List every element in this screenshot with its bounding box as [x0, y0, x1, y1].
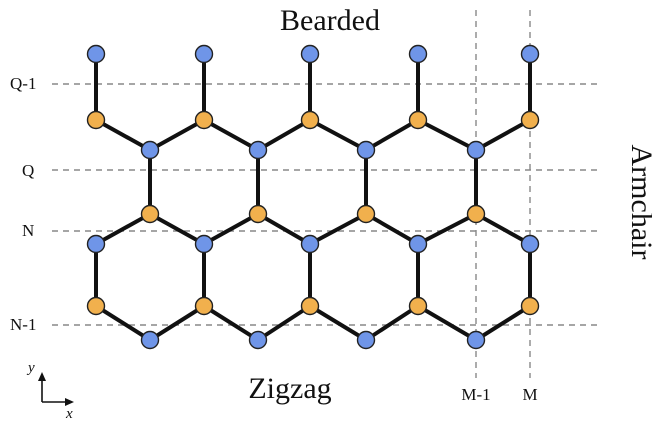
blue-atom	[194, 44, 214, 64]
orange-atom	[300, 296, 320, 316]
row-label-n: N	[22, 221, 34, 240]
blue-atom	[520, 234, 540, 254]
orange-atom	[86, 296, 106, 316]
orange-atom	[194, 110, 214, 130]
orange-atom	[194, 296, 214, 316]
blue-atom	[408, 44, 428, 64]
blue-atom	[300, 44, 320, 64]
bond-line	[148, 212, 206, 246]
bond-line	[256, 118, 312, 152]
orange-atom	[248, 204, 268, 224]
bond-lines	[94, 52, 532, 342]
bond-line	[202, 212, 260, 246]
armchair-edge-label: Armchair	[625, 145, 652, 260]
bond-line	[256, 304, 312, 342]
axis-indicator: y x	[26, 360, 74, 422]
bond-line	[308, 304, 368, 342]
y-axis-arrowhead-icon	[38, 372, 46, 381]
bond-line	[148, 304, 206, 342]
bond-line	[364, 212, 420, 246]
blue-atom	[248, 140, 268, 160]
bond-line	[308, 118, 368, 152]
orange-atom	[466, 204, 486, 224]
bond-line	[148, 118, 206, 152]
x-axis-label: x	[65, 406, 73, 422]
orange-atom	[140, 204, 160, 224]
blue-atom	[356, 140, 376, 160]
bond-line	[256, 212, 312, 246]
blue-atom	[408, 234, 428, 254]
bond-line	[364, 118, 420, 152]
guide-lines	[52, 10, 600, 378]
zigzag-edge-label: Zigzag	[248, 372, 331, 405]
blue-atom	[140, 330, 160, 350]
orange-atom	[408, 110, 428, 130]
blue-atom	[466, 140, 486, 160]
row-label-n-minus-1: N-1	[10, 315, 36, 334]
orange-atom	[86, 110, 106, 130]
bond-line	[416, 212, 478, 246]
orange-atom	[408, 296, 428, 316]
col-label-m: M	[522, 385, 537, 404]
orange-atom	[300, 110, 320, 130]
blue-atom	[520, 44, 540, 64]
orange-atom	[356, 204, 376, 224]
blue-atom	[300, 234, 320, 254]
bearded-edge-label: Bearded	[280, 4, 380, 37]
blue-atom	[140, 140, 160, 160]
row-label-q-minus-1: Q-1	[10, 74, 36, 93]
bond-line	[94, 304, 152, 342]
bond-line	[474, 212, 532, 246]
bond-line	[416, 118, 478, 152]
bond-line	[474, 304, 532, 342]
blue-atom	[194, 234, 214, 254]
atom-nodes	[86, 44, 540, 350]
bond-line	[474, 118, 532, 152]
bond-line	[94, 118, 152, 152]
blue-atom	[86, 234, 106, 254]
blue-atom	[466, 330, 486, 350]
bond-line	[202, 304, 260, 342]
x-axis-arrowhead-icon	[65, 398, 74, 406]
orange-atom	[520, 110, 540, 130]
bond-line	[94, 212, 152, 246]
orange-atom	[520, 296, 540, 316]
blue-atom	[356, 330, 376, 350]
bond-line	[364, 304, 420, 342]
bond-line	[308, 212, 368, 246]
y-axis-label: y	[26, 360, 35, 376]
blue-atom	[248, 330, 268, 350]
bond-line	[202, 118, 260, 152]
blue-atom	[86, 44, 106, 64]
col-label-m-minus-1: M-1	[461, 385, 490, 404]
bond-line	[416, 304, 478, 342]
row-label-q: Q	[22, 161, 34, 180]
